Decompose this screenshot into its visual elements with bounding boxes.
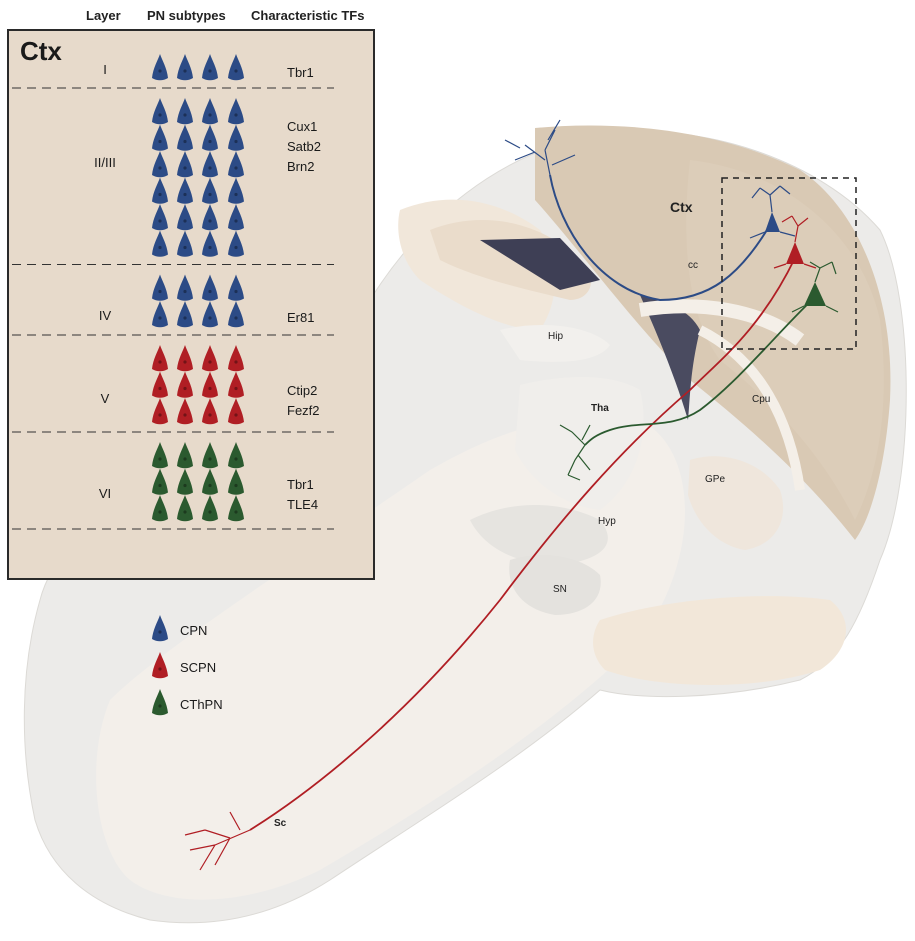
region-gpe: GPe — [705, 474, 725, 485]
neuron-nucleus — [208, 69, 211, 72]
neuron-nucleus — [158, 193, 161, 196]
tf-layer-i-0: Tbr1 — [287, 63, 314, 83]
tf-layer-ii-1: Satb2 — [287, 137, 321, 157]
neuron-nucleus — [234, 484, 237, 487]
region-sn: SN — [553, 584, 567, 595]
neuron-nucleus — [208, 290, 211, 293]
neuron-nucleus — [234, 413, 237, 416]
tf-layer-v-0: Ctip2 — [287, 381, 317, 401]
neuron-nucleus — [208, 166, 211, 169]
tf-layer-ii-2: Brn2 — [287, 157, 314, 177]
layer-label-iv: IV — [75, 308, 135, 323]
neuron-nucleus — [158, 413, 161, 416]
legend-label-cpn: CPN — [180, 623, 207, 638]
neuron-nucleus — [208, 113, 211, 116]
neuron-nucleus — [234, 360, 237, 363]
neuron-nucleus — [183, 413, 186, 416]
neuron-nucleus — [208, 316, 211, 319]
neuron-nucleus — [183, 140, 186, 143]
neuron-nucleus — [208, 387, 211, 390]
neuron-nucleus — [183, 387, 186, 390]
neuron-nucleus — [158, 510, 161, 513]
neuron-nucleus — [208, 413, 211, 416]
neuron-nucleus — [183, 246, 186, 249]
neuron-nucleus — [158, 246, 161, 249]
neuron-nucleus — [183, 316, 186, 319]
neuron-nucleus — [183, 113, 186, 116]
neuron-nucleus — [158, 219, 161, 222]
neuron-nucleus — [158, 457, 161, 460]
neuron-nucleus — [158, 69, 161, 72]
neuron-nucleus — [234, 140, 237, 143]
header-subtypes: PN subtypes — [147, 8, 226, 23]
tf-layer-iv-0: Er81 — [287, 308, 314, 328]
region-hyp: Hyp — [598, 516, 616, 527]
header-layer: Layer — [86, 8, 121, 23]
neuron-nucleus — [234, 246, 237, 249]
neuron-nucleus — [234, 166, 237, 169]
tf-layer-ii-0: Cux1 — [287, 117, 317, 137]
legend-label-cthpn: CThPN — [180, 697, 223, 712]
neuron-nucleus — [208, 140, 211, 143]
neuron-nucleus — [234, 193, 237, 196]
neuron-nucleus — [208, 360, 211, 363]
neuron-nucleus — [158, 484, 161, 487]
neuron-nucleus — [158, 316, 161, 319]
legend-label-scpn: SCPN — [180, 660, 216, 675]
neuron-nucleus — [208, 219, 211, 222]
neuron-nucleus — [234, 69, 237, 72]
tf-layer-vi-1: TLE4 — [287, 495, 318, 515]
neuron-nucleus — [234, 113, 237, 116]
neuron-nucleus — [208, 193, 211, 196]
neuron-nucleus — [183, 510, 186, 513]
neuron-nucleus — [208, 246, 211, 249]
header-tfs: Characteristic TFs — [251, 8, 364, 23]
layer-label-i: I — [75, 62, 135, 77]
neuron-nucleus — [158, 667, 161, 670]
neuron-nucleus — [183, 360, 186, 363]
region-cc: cc — [688, 260, 698, 271]
neuron-nucleus — [158, 387, 161, 390]
neuron-nucleus — [208, 457, 211, 460]
neuron-nucleus — [158, 630, 161, 633]
neuron-nucleus — [158, 113, 161, 116]
neuron-nucleus — [183, 69, 186, 72]
neuron-nucleus — [158, 360, 161, 363]
neuron-nucleus — [183, 484, 186, 487]
neuron-nucleus — [234, 510, 237, 513]
region-sc: Sc — [274, 818, 286, 829]
neuron-nucleus — [183, 290, 186, 293]
neuron-nucleus — [234, 457, 237, 460]
neuron-nucleus — [183, 166, 186, 169]
neuron-nucleus — [158, 704, 161, 707]
neuron-nucleus — [234, 290, 237, 293]
cortex-layer-panel — [8, 30, 374, 579]
neuron-nucleus — [234, 316, 237, 319]
neuron-nucleus — [234, 219, 237, 222]
region-cpu: Cpu — [752, 394, 770, 405]
layer-label-vi: VI — [75, 486, 135, 501]
neuron-nucleus — [234, 387, 237, 390]
region-ctx: Ctx — [670, 199, 693, 215]
neuron-nucleus — [183, 193, 186, 196]
neuron-nucleus — [208, 510, 211, 513]
tf-layer-vi-0: Tbr1 — [287, 475, 314, 495]
region-tha: Tha — [591, 403, 609, 414]
neuron-nucleus — [208, 484, 211, 487]
layer-label-ii-iii: II/III — [75, 155, 135, 170]
neuron-nucleus — [158, 290, 161, 293]
layer-label-v: V — [75, 391, 135, 406]
tf-layer-v-1: Fezf2 — [287, 401, 320, 421]
neuron-nucleus — [183, 457, 186, 460]
neuron-nucleus — [183, 219, 186, 222]
neuron-nucleus — [158, 140, 161, 143]
panel-title: Ctx — [20, 36, 62, 67]
region-hip: Hip — [548, 331, 563, 342]
neuron-nucleus — [158, 166, 161, 169]
